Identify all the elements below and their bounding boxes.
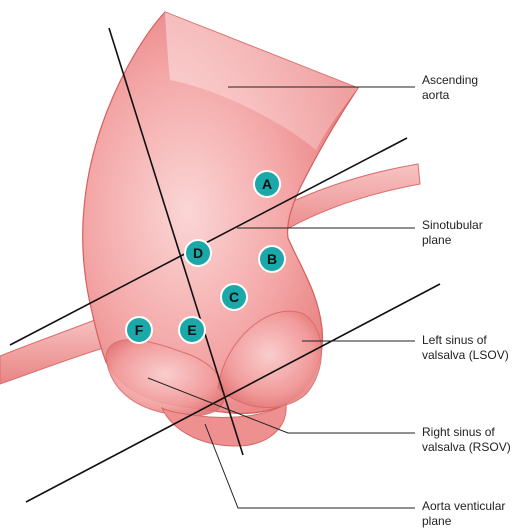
left-sinus-bulge <box>217 310 322 409</box>
leader-aorta-ventricular-plane <box>204 423 415 509</box>
ascending-aorta-highlight <box>165 12 358 150</box>
marker-e: E <box>178 316 206 344</box>
marker-c: C <box>220 283 248 311</box>
marker-a: A <box>253 170 281 198</box>
label-lsov: Left sinus of valsalva (LSOV) <box>422 333 509 362</box>
aorta-ventricular-plane-line <box>25 283 441 503</box>
leader-rsov <box>147 377 415 434</box>
svg-text:B: B <box>267 251 277 267</box>
coronary-artery-right <box>249 163 421 241</box>
label-rsov: Right sinus of valsalva (RSOV) <box>422 425 511 454</box>
label-sinotubular-plane: Sinotubular plane <box>422 218 483 247</box>
sinotubular-plane-line <box>9 137 408 346</box>
svg-text:D: D <box>193 245 203 261</box>
svg-text:F: F <box>135 322 144 338</box>
marker-f: F <box>125 316 153 344</box>
svg-text:E: E <box>187 322 196 338</box>
coronary-artery-left <box>0 315 111 385</box>
marker-b: B <box>258 245 286 273</box>
marker-d: D <box>184 239 212 267</box>
label-aorta-ventricular-plane: Aorta venticular plane <box>422 499 506 528</box>
svg-text:C: C <box>229 289 239 305</box>
svg-text:A: A <box>262 176 272 192</box>
label-ascending-aorta: Ascending aorta <box>422 73 479 102</box>
long-axis-line <box>108 27 244 456</box>
